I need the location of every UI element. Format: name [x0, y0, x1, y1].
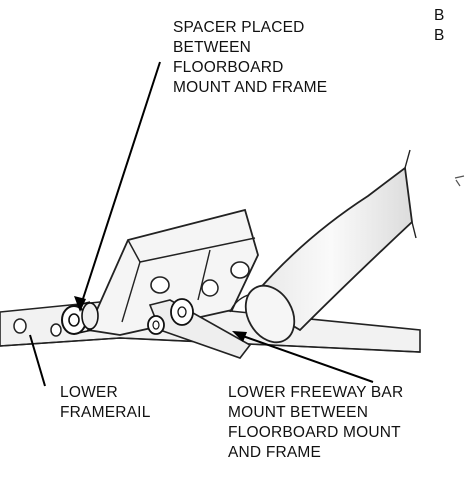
partial-part-fragment [454, 175, 465, 187]
framerail-callout-label: LOWER FRAMERAIL [60, 384, 151, 421]
freeway-leader-arrowhead [232, 331, 247, 342]
spacer-callout-label: SPACER PLACED BETWEEN FLOORBOARD MOUNT A… [173, 19, 328, 96]
freeway-bar-callout-label: LOWER FREEWAY BAR MOUNT BETWEEN FLOORBOA… [228, 384, 404, 461]
spacer-leader-line [79, 61, 161, 309]
freeway-leader-line [239, 334, 374, 383]
leader-lines [29, 61, 374, 387]
floorboard-mount-drawing [86, 208, 259, 336]
cropped-corner-label: B B [434, 7, 445, 44]
framerail-leader-line [29, 334, 46, 387]
spacer-drawing [61, 301, 99, 335]
freeway-bar-mount-drawing [147, 298, 252, 359]
freeway-bar-tube-drawing [229, 149, 417, 344]
spacer-leader-arrowhead [74, 296, 86, 312]
